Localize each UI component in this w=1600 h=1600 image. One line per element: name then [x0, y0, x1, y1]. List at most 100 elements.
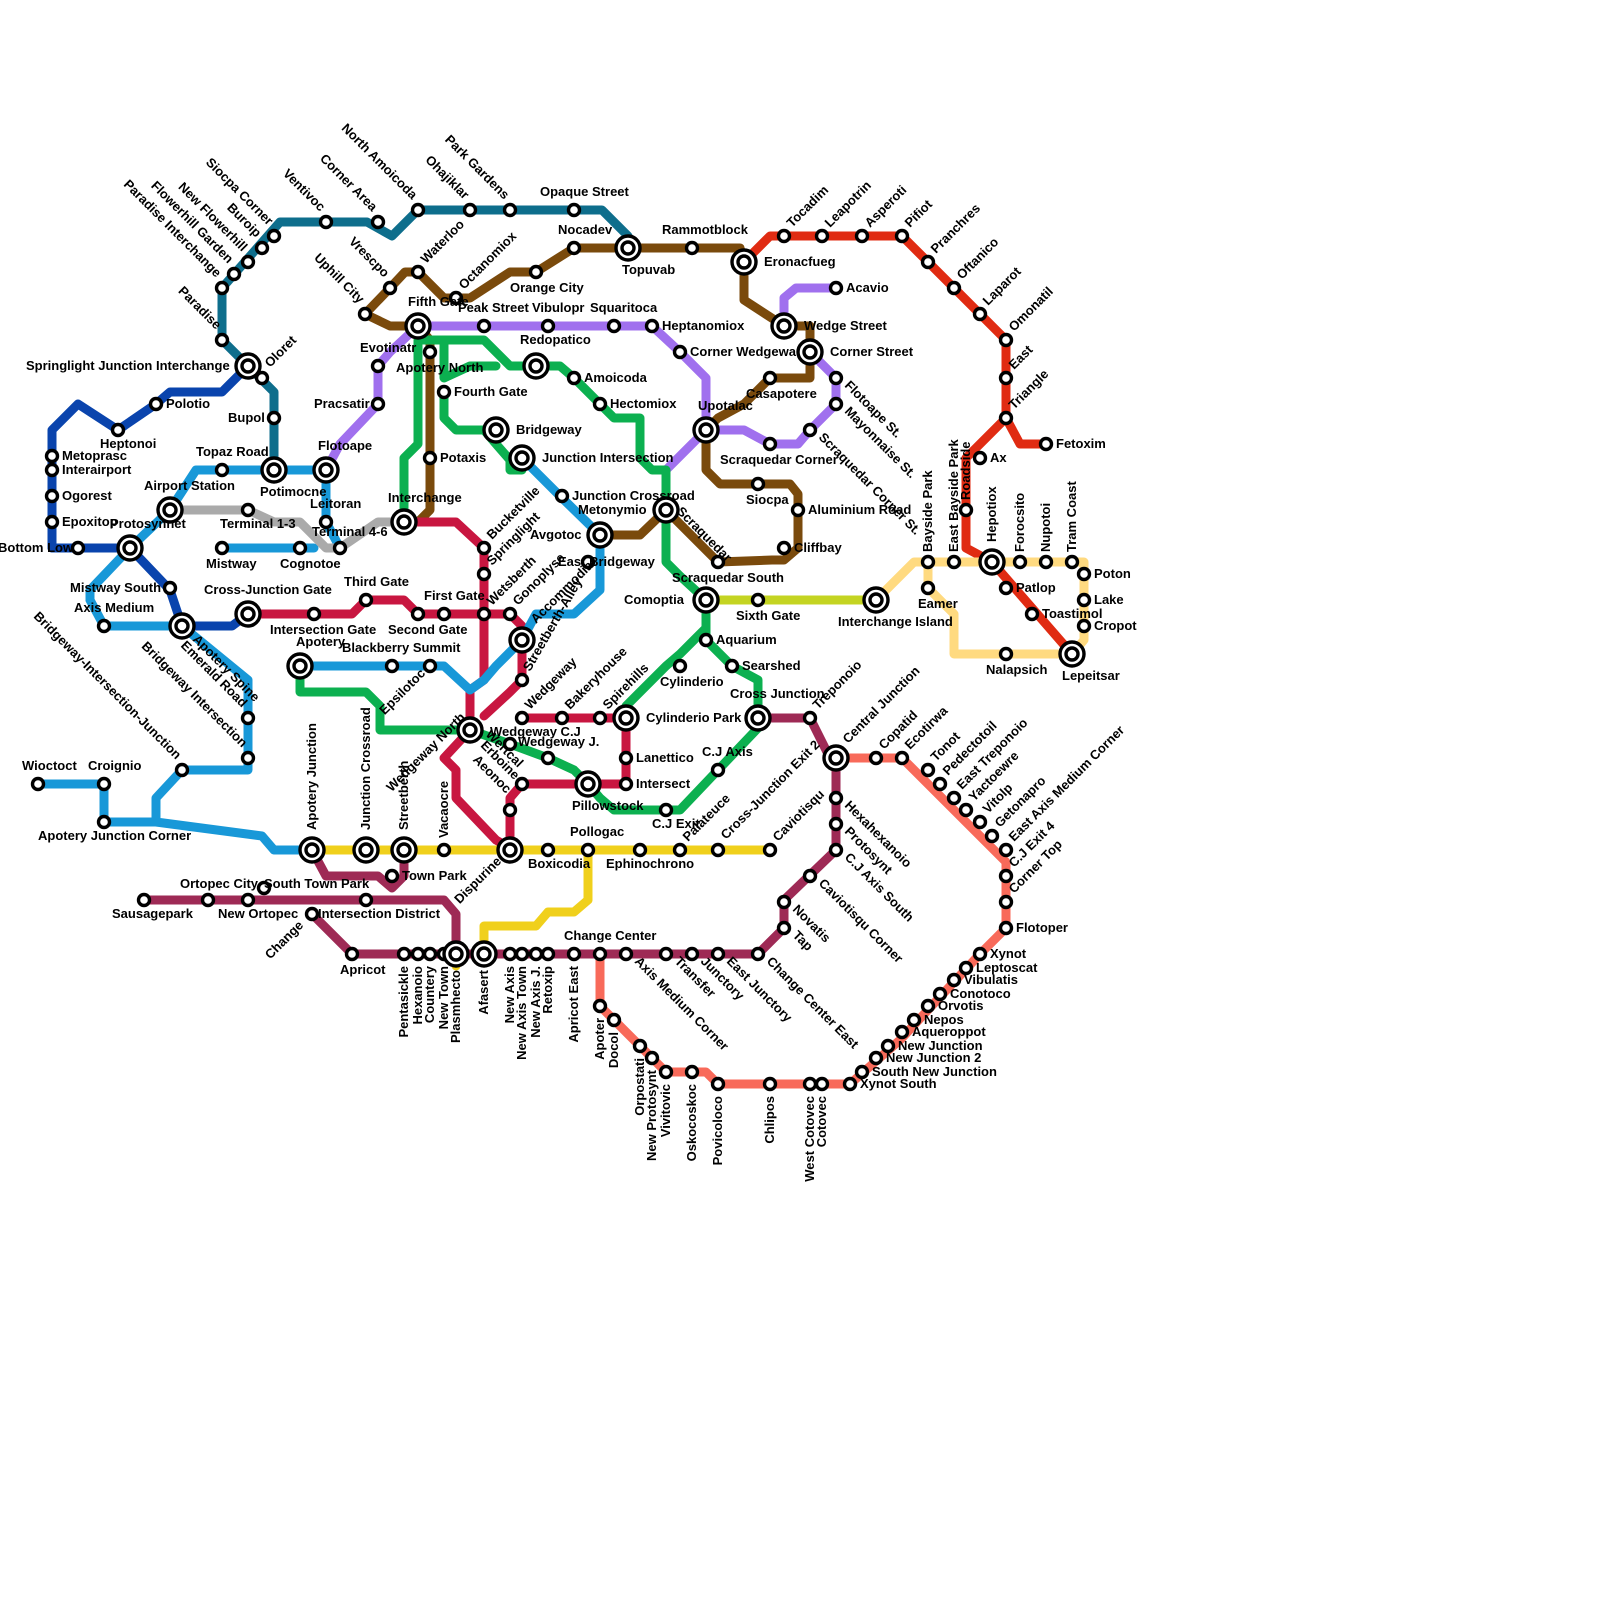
station-marker[interactable] [543, 949, 554, 960]
station-marker[interactable] [609, 1015, 620, 1026]
station-marker[interactable] [531, 267, 542, 278]
station-marker[interactable] [203, 895, 214, 906]
station-marker[interactable] [543, 753, 554, 764]
station-marker[interactable] [347, 949, 358, 960]
station-marker[interactable] [217, 543, 228, 554]
station-marker[interactable] [727, 661, 738, 672]
station-marker[interactable] [871, 1053, 882, 1064]
station-marker[interactable] [987, 831, 998, 842]
station-marker[interactable] [975, 453, 986, 464]
station-marker[interactable] [387, 661, 398, 672]
station-marker[interactable] [675, 661, 686, 672]
station-marker[interactable] [831, 399, 842, 410]
station-marker[interactable] [361, 895, 372, 906]
station-marker[interactable] [1079, 569, 1090, 580]
station-marker[interactable] [661, 949, 672, 960]
station-marker[interactable] [33, 779, 44, 790]
station-marker[interactable] [360, 309, 371, 320]
station-marker[interactable] [621, 779, 632, 790]
station-marker[interactable] [713, 845, 724, 856]
station-marker[interactable] [569, 949, 580, 960]
station-marker[interactable] [779, 231, 790, 242]
station-marker[interactable] [805, 1079, 816, 1090]
station-marker[interactable] [557, 713, 568, 724]
station-marker[interactable] [753, 949, 764, 960]
station-marker[interactable] [217, 335, 228, 346]
station-marker[interactable] [817, 1079, 828, 1090]
station-marker[interactable] [47, 465, 58, 476]
station-marker[interactable] [543, 845, 554, 856]
station-marker[interactable] [425, 661, 436, 672]
station-marker[interactable] [1001, 413, 1012, 424]
station-marker[interactable] [949, 557, 960, 568]
station-marker[interactable] [647, 321, 658, 332]
station-marker[interactable] [621, 753, 632, 764]
station-marker[interactable] [399, 949, 410, 960]
station-marker[interactable] [753, 595, 764, 606]
station-marker[interactable] [99, 621, 110, 632]
station-marker[interactable] [765, 373, 776, 384]
station-marker[interactable] [99, 817, 110, 828]
station-marker[interactable] [805, 871, 816, 882]
station-marker[interactable] [1041, 439, 1052, 450]
station-marker[interactable] [1001, 897, 1012, 908]
station-marker[interactable] [949, 793, 960, 804]
station-marker[interactable] [73, 543, 84, 554]
station-marker[interactable] [165, 583, 176, 594]
station-marker[interactable] [1015, 557, 1026, 568]
station-marker[interactable] [961, 505, 972, 516]
station-marker[interactable] [687, 243, 698, 254]
station-marker[interactable] [923, 583, 934, 594]
station-marker[interactable] [675, 347, 686, 358]
station-marker[interactable] [425, 347, 436, 358]
station-marker[interactable] [257, 373, 268, 384]
station-marker[interactable] [269, 413, 280, 424]
station-marker[interactable] [1001, 583, 1012, 594]
station-marker[interactable] [517, 949, 528, 960]
station-marker[interactable] [975, 949, 986, 960]
station-marker[interactable] [505, 205, 516, 216]
station-marker[interactable] [243, 257, 254, 268]
station-marker[interactable] [831, 845, 842, 856]
station-marker[interactable] [413, 609, 424, 620]
station-marker[interactable] [385, 283, 396, 294]
station-marker[interactable] [505, 805, 516, 816]
station-marker[interactable] [1001, 335, 1012, 346]
station-marker[interactable] [373, 217, 384, 228]
station-marker[interactable] [635, 845, 646, 856]
station-marker[interactable] [295, 543, 306, 554]
station-marker[interactable] [531, 949, 542, 960]
station-marker[interactable] [1079, 621, 1090, 632]
station-marker[interactable] [517, 713, 528, 724]
station-marker[interactable] [621, 949, 632, 960]
station-marker[interactable] [479, 321, 490, 332]
station-marker[interactable] [857, 231, 868, 242]
station-marker[interactable] [949, 975, 960, 986]
station-marker[interactable] [661, 1067, 672, 1078]
station-marker[interactable] [713, 1079, 724, 1090]
station-marker[interactable] [831, 793, 842, 804]
station-marker[interactable] [923, 765, 934, 776]
station-marker[interactable] [831, 373, 842, 384]
station-marker[interactable] [765, 439, 776, 450]
station-marker[interactable] [897, 231, 908, 242]
station-marker[interactable] [413, 267, 424, 278]
station-marker[interactable] [47, 451, 58, 462]
station-marker[interactable] [961, 805, 972, 816]
station-marker[interactable] [923, 557, 934, 568]
station-marker[interactable] [217, 283, 228, 294]
station-marker[interactable] [805, 425, 816, 436]
station-marker[interactable] [595, 399, 606, 410]
station-marker[interactable] [897, 753, 908, 764]
station-marker[interactable] [47, 517, 58, 528]
station-marker[interactable] [935, 779, 946, 790]
station-marker[interactable] [975, 309, 986, 320]
station-marker[interactable] [309, 609, 320, 620]
station-marker[interactable] [1027, 609, 1038, 620]
station-marker[interactable] [753, 479, 764, 490]
station-marker[interactable] [465, 205, 476, 216]
station-marker[interactable] [139, 895, 150, 906]
station-marker[interactable] [243, 753, 254, 764]
station-marker[interactable] [1079, 595, 1090, 606]
station-marker[interactable] [243, 505, 254, 516]
